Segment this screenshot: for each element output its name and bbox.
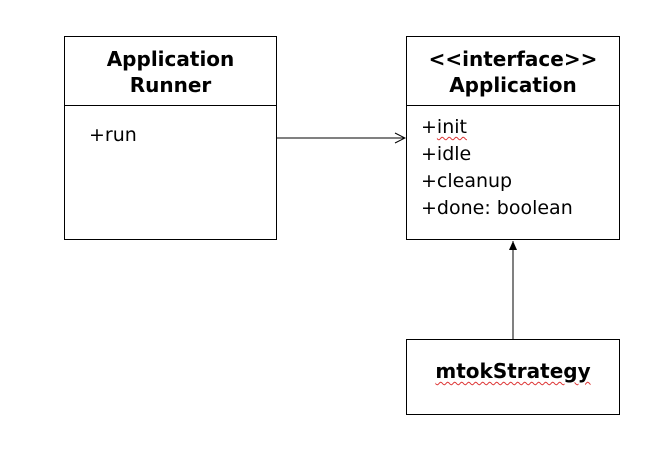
class-header: <<interface>> Application — [407, 37, 619, 106]
class-header: Application Runner — [65, 37, 276, 106]
member-run: +run — [89, 124, 137, 146]
class-application-runner[interactable]: Application Runner +run — [64, 36, 277, 240]
member-idle: +idle — [421, 143, 472, 165]
spellcheck-underline: init — [436, 116, 467, 138]
class-name-line1: Application — [106, 47, 235, 71]
member-init: +init — [421, 114, 619, 141]
class-name-line2: Runner — [129, 73, 212, 97]
class-stereotype: <<interface>> — [428, 47, 598, 71]
class-members: +init +idle +cleanup +done: boolean — [407, 106, 619, 222]
class-members: +run — [65, 106, 276, 149]
class-application-interface[interactable]: <<interface>> Application +init +idle +c… — [406, 36, 620, 240]
member-init-text: +init — [421, 116, 467, 138]
class-header: mtokStrategy — [407, 340, 619, 384]
class-mtok-strategy[interactable]: mtokStrategy — [406, 339, 620, 415]
member-done: +done: boolean — [421, 197, 573, 219]
class-name: Application — [449, 73, 577, 97]
class-name: mtokStrategy — [435, 359, 591, 383]
member-cleanup: +cleanup — [421, 170, 513, 192]
